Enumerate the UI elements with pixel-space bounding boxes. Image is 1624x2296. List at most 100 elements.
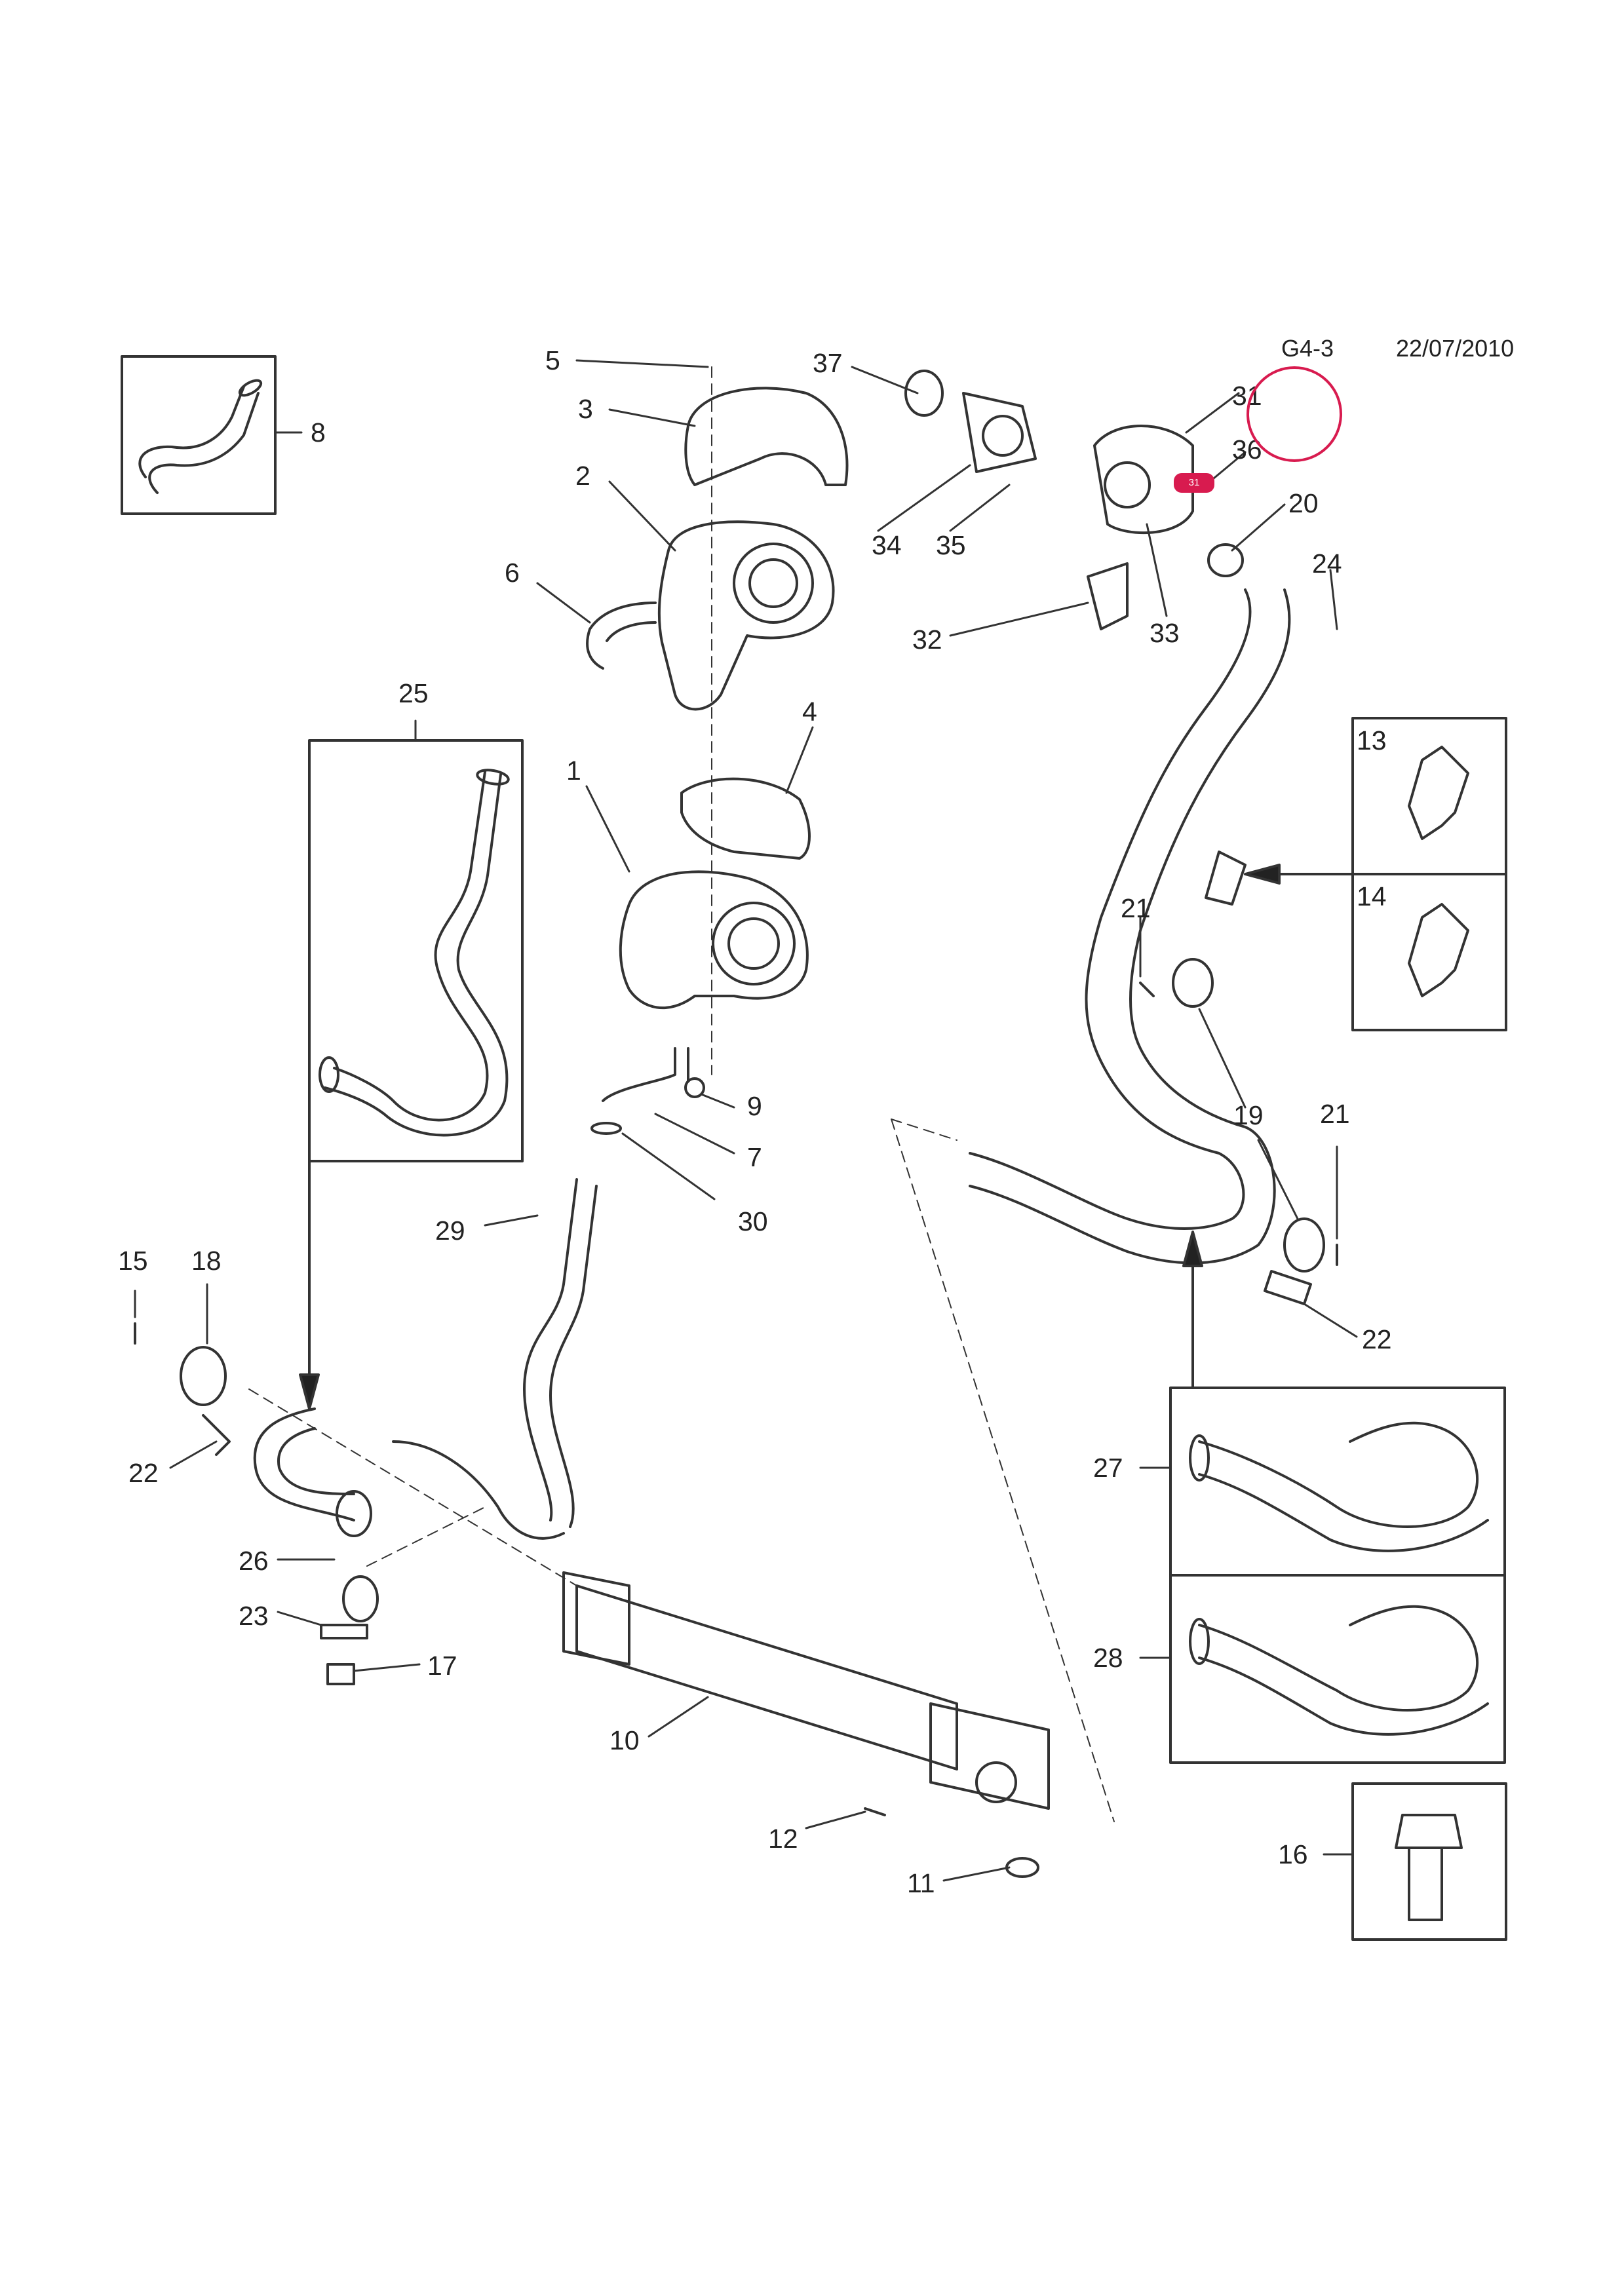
callout-21-upper[interactable]: 21 [1121,893,1151,923]
part-26-clamp [342,1575,379,1622]
inset-box-16 [1351,1782,1507,1941]
leader-20 [1231,503,1286,552]
leader-32 [949,602,1089,637]
arrow-13-head [1244,864,1281,885]
callout-22-left[interactable]: 22 [128,1458,159,1488]
leader-30 [621,1132,716,1200]
callout-15[interactable]: 15 [118,1246,148,1276]
callout-17[interactable]: 17 [427,1651,457,1681]
part-1-turbo-inlet [727,917,780,970]
callout-30[interactable]: 30 [738,1206,768,1236]
inset-box-25 [308,739,524,1162]
callout-33[interactable]: 33 [1150,618,1180,648]
leader-3 [608,408,696,427]
part-25-hose-end [319,1056,339,1093]
callout-26[interactable]: 26 [239,1546,269,1576]
callout-25[interactable]: 25 [398,678,429,708]
part-27-hose [1198,1421,1489,1552]
leader-19b [1257,1139,1299,1220]
callout-8[interactable]: 8 [311,417,326,448]
part-30-ring [590,1122,622,1135]
part-9-clip [684,1077,705,1098]
callout-22-right[interactable]: 22 [1362,1324,1392,1354]
part-18-clamp [180,1346,227,1406]
leader-19 [1198,1008,1247,1109]
part-1-turbocharger [619,870,809,1010]
dash-line-3 [891,1119,1115,1822]
dash-line-2 [366,1506,486,1567]
callout-10[interactable]: 10 [609,1725,640,1755]
leader-10 [648,1696,709,1738]
callout-7[interactable]: 7 [747,1142,762,1172]
inset-box-8 [121,355,277,515]
highlight-circle[interactable] [1247,366,1342,462]
part-8-hose [138,385,260,494]
arrow-27-head [1182,1231,1203,1267]
part-33-throttle-bore [1104,461,1151,508]
part-27-hose-end [1189,1434,1210,1482]
part-8-hose-end [238,379,263,397]
part-1-turbo-housing [712,902,796,985]
part-28-hose-end [1189,1618,1210,1665]
leader-22-left [169,1440,218,1469]
page-date: 22/07/2010 [1396,335,1515,362]
leader-5 [575,359,709,368]
callout-5[interactable]: 5 [545,345,560,375]
callout-32[interactable]: 32 [912,624,942,655]
callout-29[interactable]: 29 [435,1215,465,1246]
part-lower-hose [253,1407,565,1540]
part-23-bracket [320,1624,368,1639]
part-10-intercooler [575,1584,958,1770]
part-25-hose-top [476,769,510,786]
part-29-pipe [523,1178,598,1528]
callout-1[interactable]: 1 [566,756,581,786]
callout-28[interactable]: 28 [1093,1643,1123,1673]
leader-34 [877,464,971,532]
leader-9 [700,1093,735,1109]
leader-7 [654,1113,735,1155]
callout-6[interactable]: 6 [505,558,520,588]
callout-2[interactable]: 2 [575,461,590,491]
callout-16[interactable]: 16 [1278,1839,1308,1869]
leader-22-right [1303,1303,1358,1338]
part-right-hose [969,588,1291,1265]
part-16-bolt-shaft [1408,1846,1443,1921]
inset-box-14 [1351,873,1507,1031]
callout-4[interactable]: 4 [802,697,817,727]
callout-9[interactable]: 9 [747,1091,762,1121]
callout-20[interactable]: 20 [1288,488,1319,518]
callout-23[interactable]: 23 [239,1601,269,1631]
part-17-nut [326,1663,355,1685]
part-2-turbo-inlet [748,558,798,608]
callout-3[interactable]: 3 [578,394,593,424]
callout-19[interactable]: 19 [1233,1100,1264,1130]
callout-11[interactable]: 11 [907,1868,935,1898]
callout-14[interactable]: 14 [1357,881,1387,911]
leader-1 [585,785,630,873]
callout-35[interactable]: 35 [936,530,966,560]
callout-12[interactable]: 12 [768,1824,798,1854]
leader-4 [785,726,814,794]
part-21-bolt-upper [1139,982,1155,997]
callout-27[interactable]: 27 [1093,1453,1123,1483]
callout-34[interactable]: 34 [872,530,902,560]
part-14-bracket [1408,903,1469,997]
callout-18[interactable]: 18 [191,1246,222,1276]
leader-12 [805,1810,866,1829]
part-16-bolt-head [1395,1814,1463,1849]
leader-37 [851,366,919,394]
callout-13[interactable]: 13 [1357,725,1387,756]
callout-37[interactable]: 37 [813,348,843,378]
part-2-turbo-housing [733,543,814,624]
highlight-badge[interactable]: 31 [1174,473,1214,493]
part-4-heat-shield [680,777,811,860]
page-code: G4-3 [1281,335,1334,362]
callout-24[interactable]: 24 [1312,548,1342,579]
part-3-heat-shield [684,387,849,486]
part-22-bracket-right [1264,1270,1312,1305]
part-19-clamp [1172,958,1214,1008]
part-34-adapter-plate [962,392,1037,473]
part-28-hose [1198,1605,1489,1736]
callout-21-lower[interactable]: 21 [1320,1099,1350,1129]
